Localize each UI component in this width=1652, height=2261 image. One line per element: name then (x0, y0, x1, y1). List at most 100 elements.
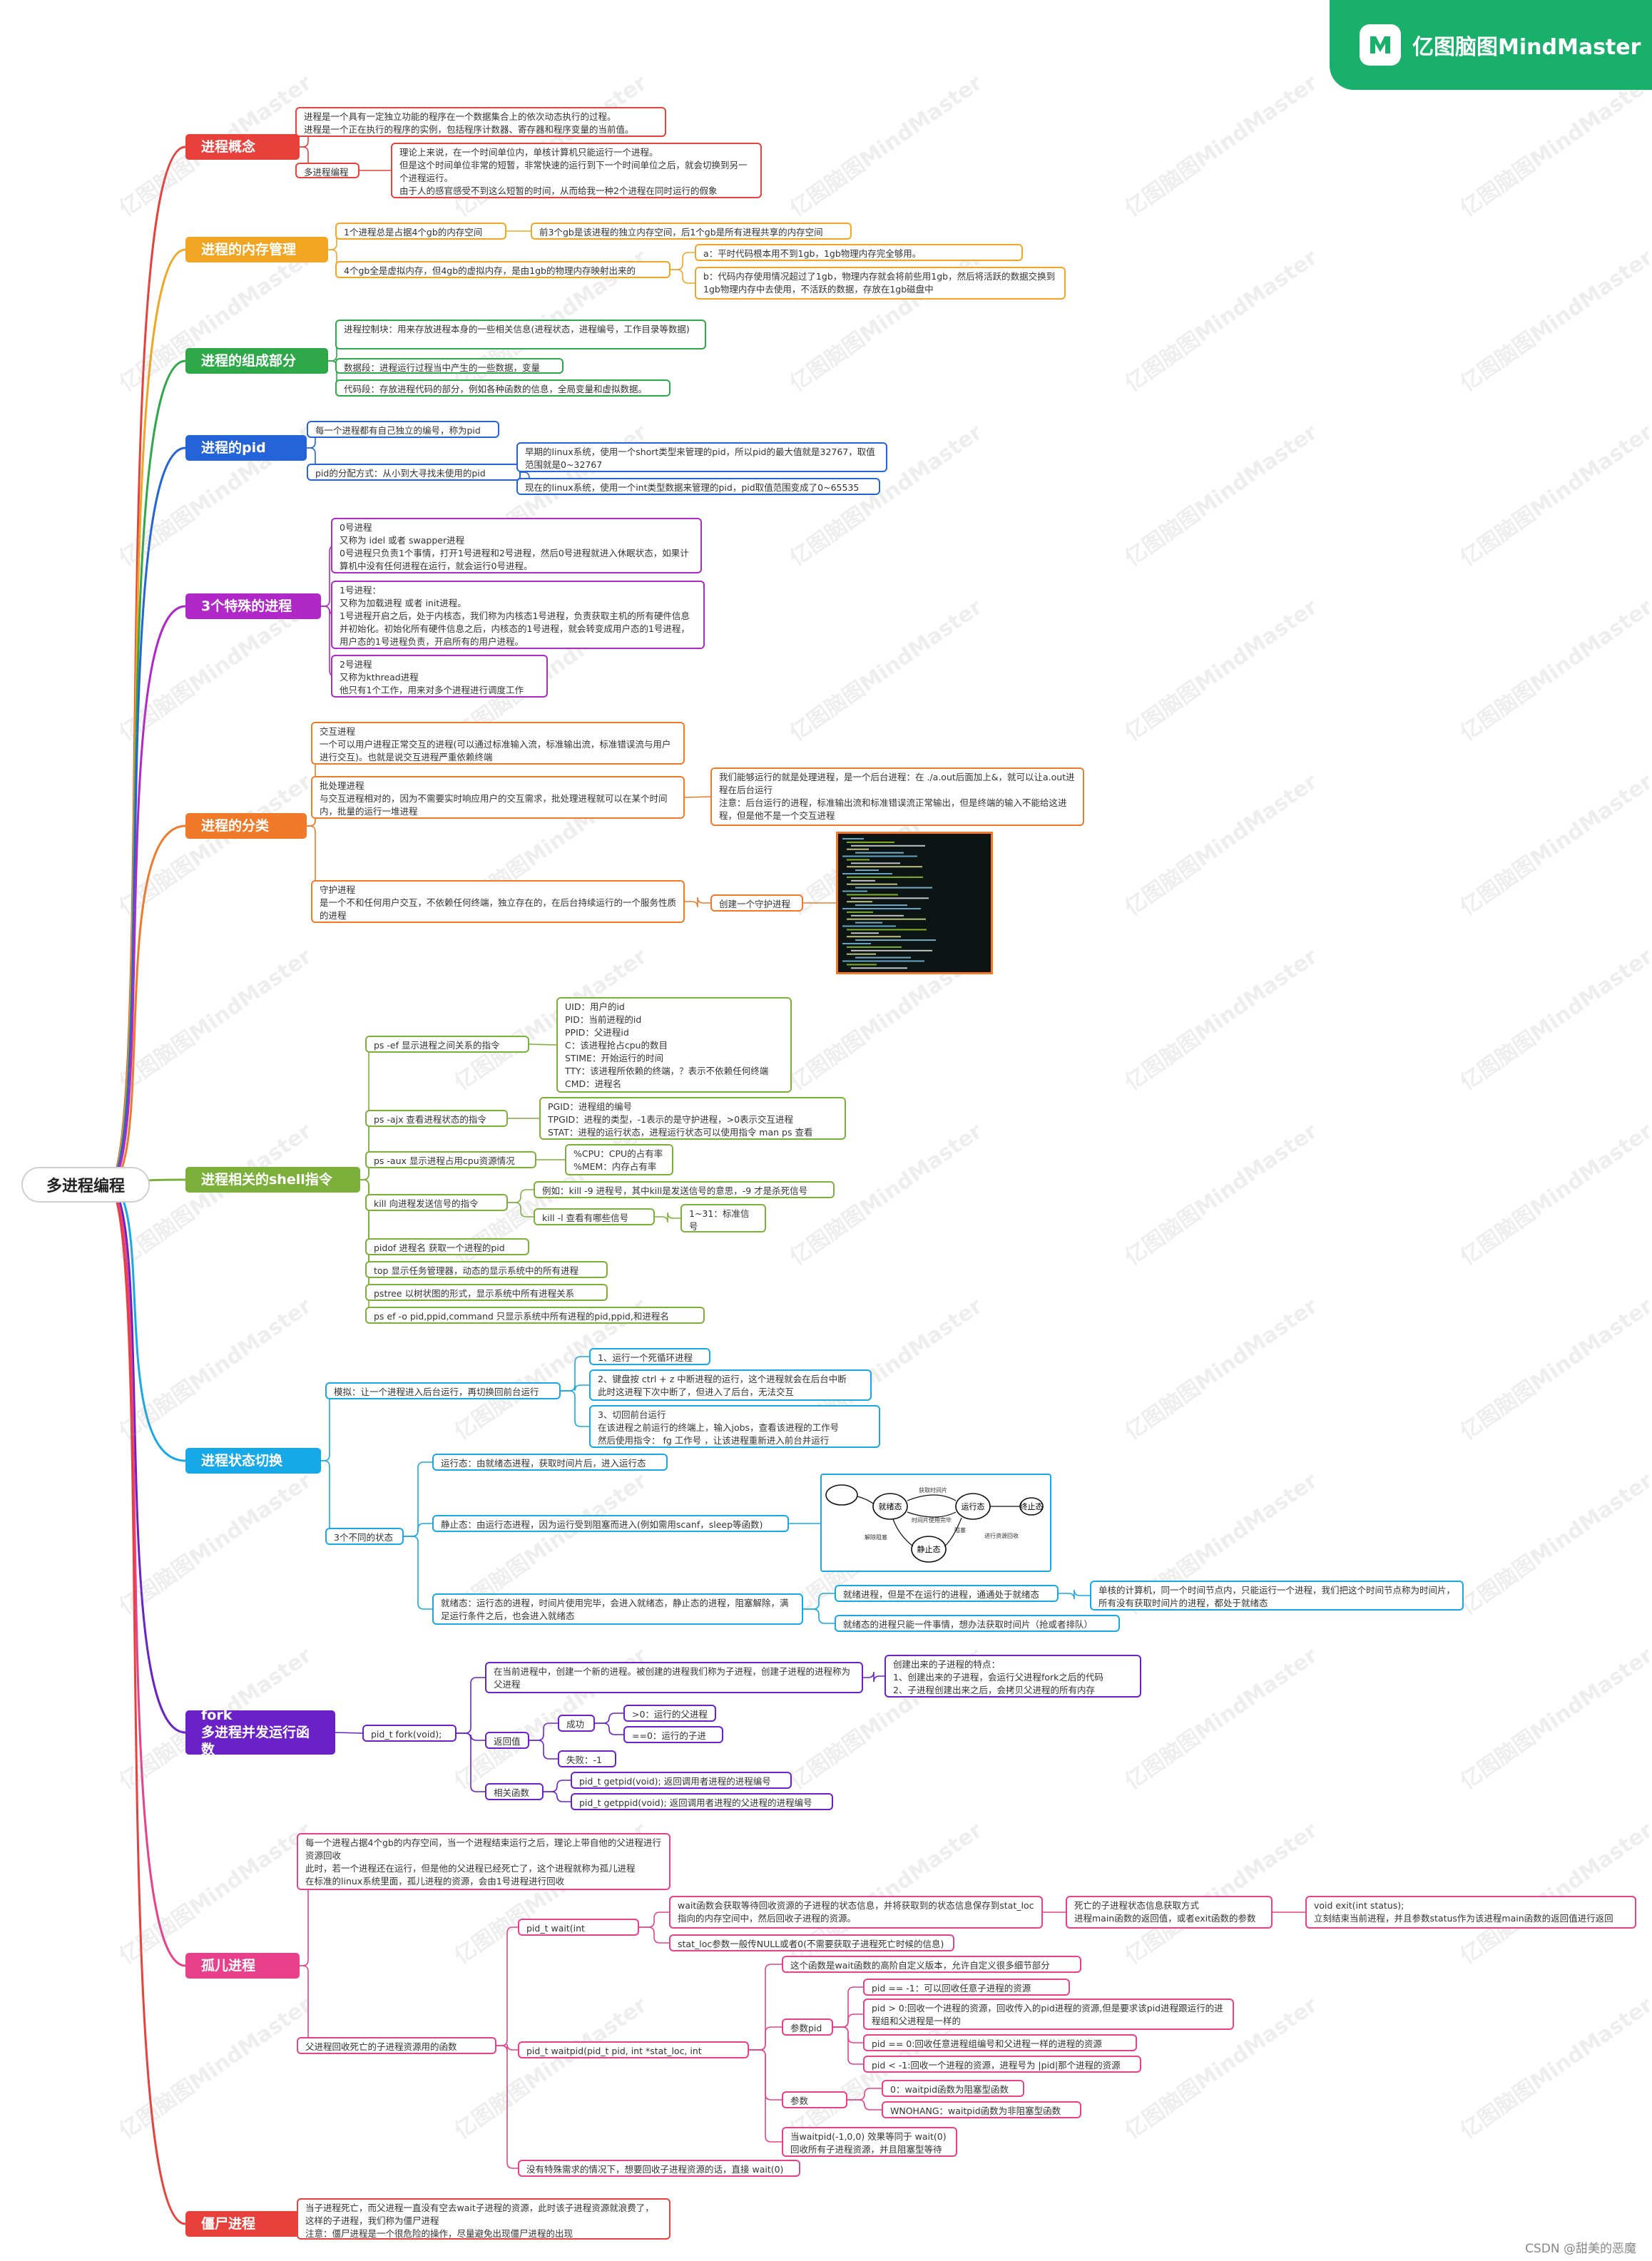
node-c8a3[interactable]: 3、切回前台运行 在该进程之前运行的终端上，输入jobs，查看该进程的工作号 然… (589, 1405, 880, 1448)
topic-t3[interactable]: 进程的组成部分 (185, 348, 328, 374)
node-c3b[interactable]: 数据段：进程运行过程当中产生的一些数据，变量 (335, 358, 564, 374)
node-c9a2[interactable]: 返回值 (485, 1732, 529, 1749)
node-c9a3b[interactable]: pid_t getppid(void); 返回调用者进程的父进程的进程编号 (571, 1793, 833, 1810)
node-c10b[interactable]: 父进程回收死亡的子进程资源用的函数 (297, 2037, 496, 2054)
topic-t11[interactable]: 僵尸进程 (185, 2211, 300, 2237)
node-c2b[interactable]: 4个gb全是虚拟内存，但4gb的虚拟内存，是由1gb的物理内存映射出来的 (335, 261, 671, 278)
node-c10b1a2[interactable]: void exit(int status); 立刻结束当前进程，并且参数stat… (1305, 1896, 1636, 1929)
node-c7d2[interactable]: kill -l 查看有哪些信号 (534, 1208, 655, 1225)
node-c6a[interactable]: 交互进程 一个可以用户进程正常交互的进程(可以通过标准输入流，标准输出流，标准错… (311, 722, 685, 765)
node-c9a1a[interactable]: 创建出来的子进程的特点： 1、创建出来的子进程，会运行父进程fork之后的代码 … (884, 1655, 1141, 1698)
node-c10b2[interactable]: pid_t waitpid(pid_t pid, int *stat_loc, … (518, 2041, 749, 2058)
code-line (855, 956, 911, 959)
connector-line (1059, 1589, 1090, 1600)
node-c5c[interactable]: 2号进程 又称为kthread进程 他只有1个工作，用来对多个进程进行调度工作 (331, 655, 548, 698)
node-c10b2a[interactable]: 这个函数是wait函数的高阶自定义版本，允许自定义很多细节部分 (782, 1956, 1081, 1973)
node-c9a2b[interactable]: 失败：-1 (558, 1750, 616, 1767)
node-c7h[interactable]: ps ef -o pid,ppid,command 只显示系统中所有进程的pid… (365, 1307, 705, 1324)
node-c7c1[interactable]: %CPU：CPU的占有率 %MEM：内存占有率 (565, 1144, 673, 1175)
node-c10b2c[interactable]: 参数options (782, 2091, 847, 2108)
node-c10b2b3[interactable]: pid == 0:回收任意进程组编号和父进程一样的进程的资源 (863, 2034, 1137, 2051)
node-c10b1a[interactable]: wait函数会获取等待回收资源的子进程的状态信息，并将获取到的状态信息保存到st… (669, 1896, 1043, 1929)
node-c1b1[interactable]: 理论上来说，在一个时间单位内，单核计算机只能运行一个进程。 但是这个时间单位非常… (391, 143, 762, 198)
node-c9a[interactable]: pid_t fork(void); (362, 1725, 457, 1742)
topic-t7[interactable]: 进程相关的shell指令 (185, 1167, 360, 1193)
node-c9a1[interactable]: 在当前进程中，创建一个新的进程。被创建的进程我们称为子进程，创建子进程的进程称为… (485, 1662, 863, 1693)
node-c7c[interactable]: ps -aux 显示进程占用cpu资源情况 (365, 1151, 536, 1168)
node-c4b2[interactable]: 现在的linux系统，使用一个int类型数据来管理的pid，pid取值范围变成了… (516, 478, 880, 495)
node-c6b[interactable]: 批处理进程 与交互进程相对的，因为不需要实时响应用户的交互需求，批处理进程就可以… (311, 776, 685, 819)
node-c2a[interactable]: 1个进程总是占据4个gb的内存空间 (335, 223, 506, 240)
node-c10b1b[interactable]: stat_loc参数一般传NULL或者0(不需要获取子进程死亡时候的信息) (669, 1934, 954, 1951)
node-c1b[interactable]: 多进程编程 (295, 163, 360, 178)
code-line (851, 967, 907, 969)
node-c4b[interactable]: pid的分配方式：从小到大寻找未使用的pid (307, 464, 521, 481)
node-c8b3b[interactable]: 就绪态的进程只能一件事情，想办法获取时间片（抢或者排队） (835, 1615, 1120, 1632)
node-c10b2b4[interactable]: pid < -1:回收一个进程的资源，进程号为 |pid|那个进程的资源 (863, 2056, 1141, 2073)
node-c8a1[interactable]: 1、运行一个死循环进程 (589, 1348, 710, 1365)
node-c3a[interactable]: 进程控制块：用来存放进程本身的一些相关信息(进程状态，进程编号，工作目录等数据) (335, 320, 706, 349)
connector-line (529, 1740, 558, 1760)
node-c6c1[interactable]: 创建一个守护进程 (710, 894, 803, 912)
node-c10b3[interactable]: 没有特殊需求的情况下，想要回收子进程资源的话，直接 wait(0) (518, 2160, 800, 2177)
node-c8a2[interactable]: 2、键盘按 ctrl + z 中断进程的运行，这个进程就会在后台中断 此时这进程… (589, 1369, 872, 1401)
node-c9a2a[interactable]: 成功 (558, 1715, 595, 1732)
code-line (842, 873, 892, 874)
node-c5a[interactable]: 0号进程 又称为 idel 或者 swapper进程 0号进程只负责1个事情，打… (331, 518, 702, 573)
node-c7d[interactable]: kill 向进程发送信号的指令 (365, 1194, 508, 1211)
node-c9a2a2[interactable]: ==0：运行的子进程 (623, 1726, 723, 1743)
node-c11a[interactable]: 当子进程死亡，而父进程一直没有空去wait子进程的资源，此时该子进程资源就浪费了… (297, 2198, 671, 2240)
topic-t5[interactable]: 3个特殊的进程 (185, 593, 321, 619)
root-topic[interactable]: 多进程编程 (21, 1167, 150, 1203)
node-c2a1[interactable]: 前3个gb是该进程的独立内存空间，后1个gb是所有进程共享的内存空间 (531, 223, 852, 240)
node-c7e[interactable]: pidof 进程名 获取一个进程的pid (365, 1238, 529, 1255)
topic-t4[interactable]: 进程的pid (185, 435, 307, 461)
topic-t6[interactable]: 进程的分类 (185, 813, 307, 839)
node-c7g[interactable]: pstree 以树状图的形式，显示系统中所有进程关系 (365, 1284, 608, 1301)
node-c9a3[interactable]: 相关函数 (485, 1783, 544, 1800)
node-c7b[interactable]: ps -ajx 查看进程状态的指令 (365, 1110, 508, 1127)
node-c9a3a[interactable]: pid_t getpid(void); 返回调用者进程的进程编号 (571, 1772, 792, 1789)
node-c10b2b2[interactable]: pid > 0:回收一个进程的资源，回收传入的pid进程的资源,但是要求该pid… (863, 1999, 1234, 2030)
node-c6c[interactable]: 守护进程 是一个不和任何用户交互，不依赖任何终端，独立存在的，在后台持续运行的一… (311, 880, 685, 923)
connector-line (803, 1593, 835, 1610)
code-line (847, 946, 902, 948)
node-c8b3a1[interactable]: 单核的计算机，同一个时间节点内，只能运行一个进程，我们把这个时间节点称为时间片，… (1090, 1581, 1464, 1611)
node-c4a[interactable]: 每一个进程都有自己独立的编号，称为pid (307, 421, 499, 438)
node-c1a[interactable]: 进程是一个具有一定独立功能的程序在一个数据集合上的依次动态执行的过程。 进程是一… (295, 107, 666, 137)
node-c8b1[interactable]: 运行态：由就绪态进程，获取时间片后，进入运行态 (432, 1454, 668, 1471)
node-c2b1[interactable]: a：平时代码根本用不到1gb，1gb物理内存完全够用。 (695, 244, 1023, 261)
node-c7a[interactable]: ps -ef 显示进程之间关系的指令 (365, 1036, 529, 1053)
node-c10b2c2[interactable]: WNOHANG：waitpid函数为非阻塞型函数 (882, 2101, 1081, 2118)
node-c10b1a1[interactable]: 死亡的子进程状态信息获取方式 进程main函数的返回值，或者exit函数的参数 (1066, 1896, 1273, 1929)
node-c8b3[interactable]: 就绪态：运行态的进程，时间片使用完毕，会进入就绪态，静止态的进程，阻塞解除，满足… (432, 1593, 803, 1625)
node-c10b2c1[interactable]: 0：waitpid函数为阻塞型函数 (882, 2080, 1024, 2097)
node-c7d1[interactable]: 例如：kill -9 进程号，其中kill是发送信号的意思，-9 才是杀死信号 (534, 1181, 835, 1198)
node-c10b2b1[interactable]: pid == -1：可以回收任意子进程的资源 (863, 1979, 1070, 1996)
node-c9a2a1[interactable]: >0：运行的父进程 (623, 1705, 716, 1722)
node-c8b2[interactable]: 静止态：由运行态进程，因为运行受到阻塞而进入(例如需用scanf，sleep等函… (432, 1515, 789, 1532)
node-c7b1[interactable]: PGID：进程组的编号 TPGID：进程的类型，-1表示的是守护进程，>0表示交… (539, 1097, 846, 1140)
topic-t10[interactable]: 孤儿进程 (185, 1953, 300, 1979)
topic-t9[interactable]: fork 多进程并发运行函数 (185, 1708, 335, 1757)
node-c10b2d[interactable]: 当waitpid(-1,0,0) 效果等同于 wait(0) 回收所有子进程资源… (782, 2127, 957, 2157)
node-c10a[interactable]: 每一个进程占据4个gb的内存空间，当一个进程结束运行之后，理论上带自他的父进程进… (297, 1833, 671, 1890)
node-c6b1[interactable]: 我们能够运行的就是处理进程，是一个后台进程：在 ./a.out后面加上&，就可以… (710, 767, 1084, 826)
node-c8a[interactable]: 模拟：让一个进程进入后台运行，再切换回前台运行 (325, 1382, 561, 1399)
connector-line (749, 2026, 782, 2051)
node-c10b1[interactable]: pid_t wait(int *stat_loc); (518, 1919, 639, 1936)
node-c7d3[interactable]: 1~31：标准信号 34~64：实时信号 (680, 1204, 766, 1232)
node-c2b2[interactable]: b：代码内存使用情况超过了1gb，物理内存就会将前些用1gb，然后将活跃的数据交… (695, 267, 1066, 300)
node-c8b[interactable]: 3个不同的状态 (325, 1528, 404, 1545)
node-c4b1[interactable]: 早期的linux系统，使用一个short类型来管理的pid，所以pid的最大值就… (516, 442, 887, 472)
topic-t1[interactable]: 进程概念 (185, 134, 300, 160)
node-c10b2b[interactable]: 参数pid (782, 2018, 833, 2036)
node-c3c[interactable]: 代码段：存放进程代码的部分，例如各种函数的信息，全局变量和虚拟数据。 (335, 379, 671, 397)
node-c7a1[interactable]: UID：用户的id PID：当前进程的id PPID：父进程id C：该进程抢占… (556, 997, 792, 1093)
node-c5b[interactable]: 1号进程： 又称为加载进程 或者 init进程。 1号进程开启之后，处于内核态，… (331, 581, 705, 649)
node-c7f[interactable]: top 显示任务管理器，动态的显示系统中的所有进程 (365, 1261, 608, 1278)
topic-t2[interactable]: 进程的内存管理 (185, 237, 328, 262)
edge-label-unblock: 解除阻塞 (865, 1533, 887, 1541)
topic-t8[interactable]: 进程状态切换 (185, 1448, 321, 1474)
node-c8b3a[interactable]: 就绪进程，但是不在运行的进程，通通处于就绪态 (835, 1585, 1059, 1602)
